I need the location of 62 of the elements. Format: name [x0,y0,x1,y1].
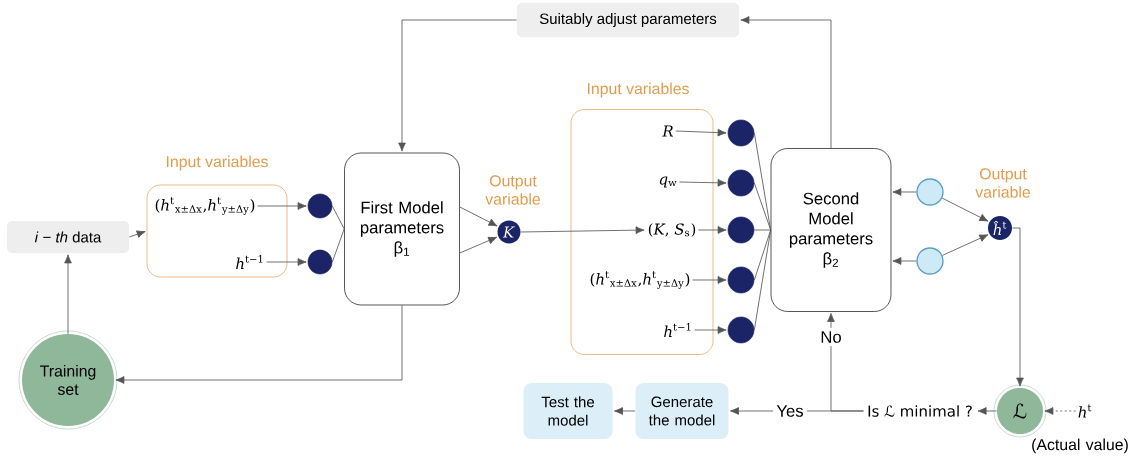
node-caption: (Actual value) [1032,438,1128,454]
node-caption: Output variable [975,168,1030,198]
arrow [614,407,636,415]
connector-line [753,132,772,231]
variable-group-box [146,155,288,278]
edge-label: Yes [773,401,807,421]
node-caption: Output variable [485,175,540,205]
model-box: Second Model parameters β$_{2}$ [770,148,892,312]
neuron-circle [727,119,755,147]
arrow [679,179,727,187]
arrow [128,230,146,238]
arrow [740,16,832,149]
connector-line [753,229,772,281]
edge-label: No [817,327,845,347]
arrow [694,326,727,334]
arrow [892,188,917,196]
decision-text: Is ℒ minimal ? [868,405,972,417]
variable-text: q$_{w}$ [659,176,677,188]
neuron-circle [727,266,755,294]
process-box: Generate the model [635,383,729,439]
arrow [459,236,498,254]
neuron-circle [307,193,333,219]
variable-text: h$^{t−1}$ [664,323,691,337]
connector-line [753,229,772,231]
arrow [1044,407,1077,415]
neuron-circle [727,216,755,244]
arrow [64,254,72,335]
variable-text: h$^{t−1}$ [236,255,263,269]
neuron-circle [916,247,944,275]
neuron-circle [727,169,755,197]
variable-text: (h$^{t}$$_{x±Δx}$,h$^{t}$$_{y±Δy}$) [155,197,255,215]
arrow [266,258,307,266]
model-box: First Model parameters β$_{1}$ [344,152,460,306]
connector-line [331,228,345,263]
connector-line [753,229,772,331]
connector-line [753,182,772,231]
process-box: Suitably adjust parameters [517,3,739,37]
arrow [675,128,727,137]
process-box: Test the model [523,383,613,439]
neuron-circle [307,249,333,275]
neuron-circle [727,316,755,344]
neuron-circle [916,178,944,206]
arrow [1011,227,1024,387]
connector-line [331,205,345,230]
arrow [398,19,518,152]
arrow [115,304,403,384]
arrow [977,407,998,415]
arrow [257,202,307,210]
arrow [692,276,727,284]
arrow [520,226,645,234]
variable-text: (h$^{t}$$_{x±Δx}$,h$^{t}$$_{y±Δy}$) [590,271,690,289]
group-heading: Input variables [167,155,268,171]
arrow [942,234,989,256]
variable-text: R [662,125,674,137]
group-heading: Input variables [588,82,689,98]
arrow [697,226,727,234]
arrow [892,257,917,265]
variable-group-box [570,82,714,355]
arrow [941,197,989,222]
arrow [459,206,498,227]
process-box: i − th data [7,221,129,253]
variable-text: (K, S$_{s}$) [648,223,696,237]
